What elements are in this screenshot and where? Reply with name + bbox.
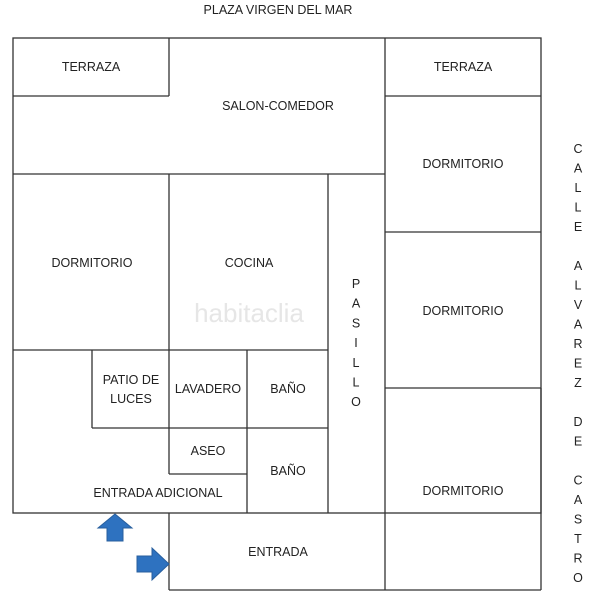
room-aseo: ASEO [191,444,226,458]
watermark: habitaclia [194,298,304,328]
room-entrada: ENTRADA [248,545,308,559]
street-top-label: PLAZA VIRGEN DEL MAR [204,3,353,17]
arrow-right-icon [136,546,170,582]
room-bano-1: BAÑO [270,382,306,396]
room-entrada-adicional: ENTRADA ADICIONAL [93,486,222,500]
room-patio-line1: PATIO DE [103,373,160,387]
room-lavadero: LAVADERO [175,382,242,396]
room-patio-line2: LUCES [110,392,152,406]
room-cocina: COCINA [225,256,274,270]
room-dormitorio-right-2: DORMITORIO [422,304,503,318]
room-dormitorio-left: DORMITORIO [51,256,132,270]
arrow-up-icon [96,513,134,542]
room-salon-comedor: SALON-COMEDOR [222,99,334,113]
room-terraza-right: TERRAZA [434,60,493,74]
room-dormitorio-right-3: DORMITORIO [422,484,503,498]
room-bano-2: BAÑO [270,464,306,478]
room-dormitorio-right-1: DORMITORIO [422,157,503,171]
room-terraza-left: TERRAZA [62,60,121,74]
walls [12,37,542,591]
